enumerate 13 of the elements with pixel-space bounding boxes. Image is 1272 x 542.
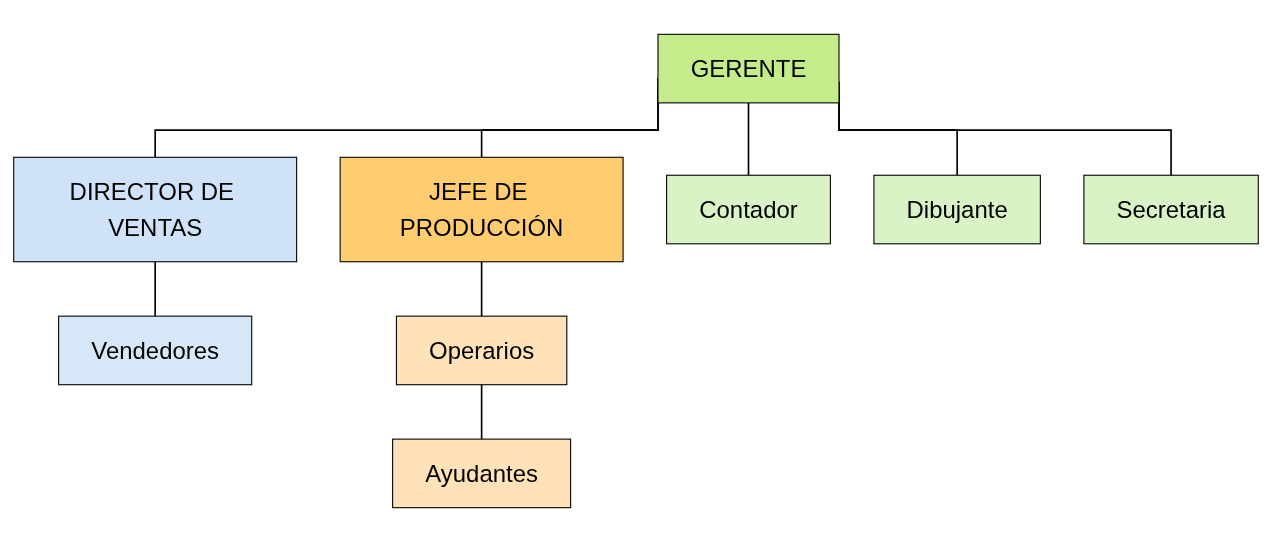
connector	[480, 383, 483, 440]
connector	[747, 102, 750, 177]
node-box: Contador	[666, 174, 831, 245]
node-box: GERENTE	[657, 33, 840, 104]
node-box: Vendedores	[58, 315, 253, 386]
connector	[154, 260, 156, 317]
node-box: DIRECTOR DE VENTAS	[13, 156, 298, 263]
node-box: Operarios	[395, 315, 568, 386]
node-box: Secretaria	[1083, 174, 1259, 245]
node-box: JEFE DE PRODUCCIÓN	[339, 156, 624, 263]
connector	[480, 260, 483, 317]
node-box: Ayudantes	[392, 438, 572, 509]
node-box: Dibujante	[873, 174, 1041, 245]
